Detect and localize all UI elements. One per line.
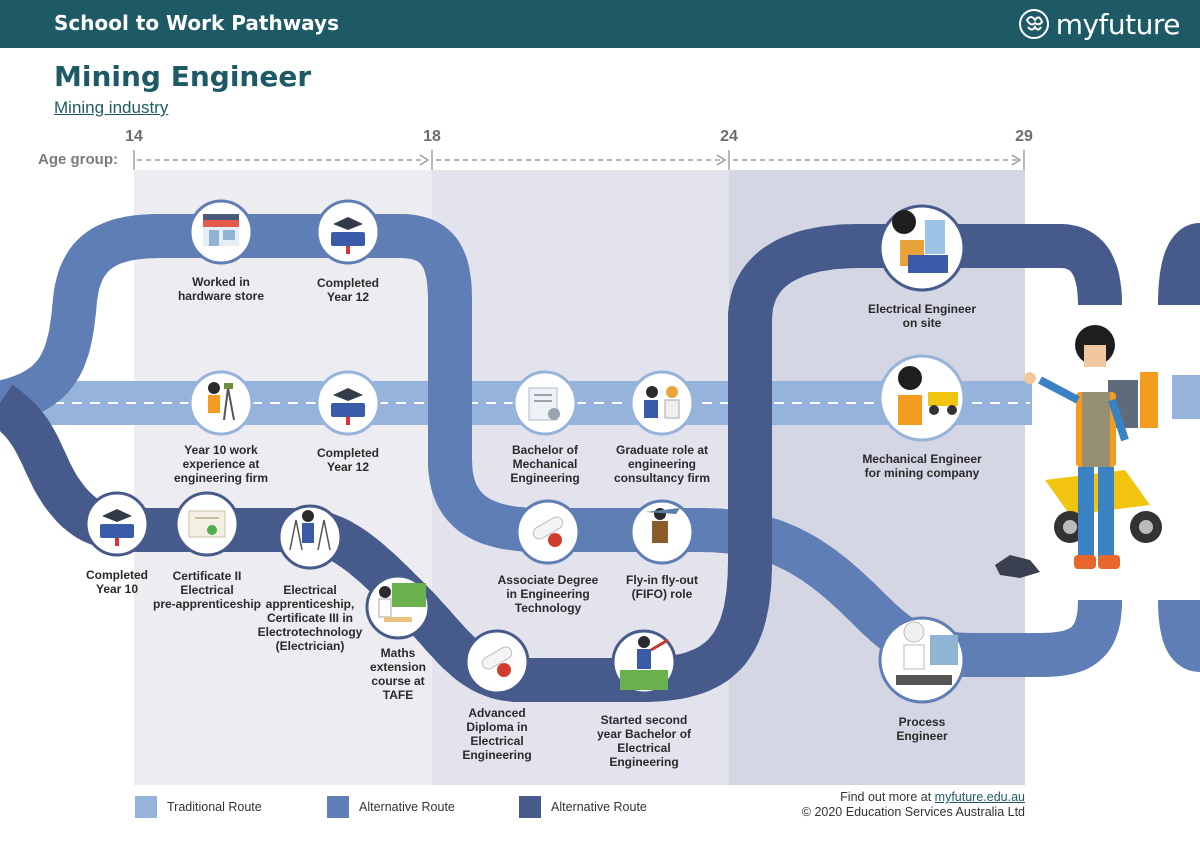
footer: Find out more at myfuture.edu.au © 2020 … (802, 790, 1025, 820)
node-fifo[interactable] (629, 499, 695, 565)
age-tick-24: 24 (720, 128, 738, 145)
footer-copyright: © 2020 Education Services Australia Ltd (801, 805, 1025, 819)
industry-link[interactable]: Mining industry (54, 98, 169, 117)
label-elec-apprentice: Electrical apprenticeship, Certificate I… (257, 583, 363, 653)
mining-engineer-figure (995, 325, 1162, 578)
legend-label: Traditional Route (167, 800, 262, 814)
age-band-14-18 (134, 170, 432, 785)
hardware-store-icon (203, 214, 239, 246)
legend-swatch-traditional (135, 796, 157, 818)
age-tick-14: 14 (125, 128, 143, 145)
legend-label: Alternative Route (551, 800, 647, 814)
node-second-year[interactable] (611, 629, 677, 695)
label-completed-y12-top: Completed Year 12 (316, 276, 380, 304)
node-maths-ext[interactable] (365, 574, 431, 640)
footer-link[interactable]: myfuture.edu.au (934, 790, 1025, 804)
graduation-book-icon (100, 509, 134, 546)
label-maths-ext: Maths extension course at TAFE (369, 646, 427, 702)
legend-swatch-alternative-2 (519, 796, 541, 818)
legend-swatch-alternative-1 (327, 796, 349, 818)
node-process-eng[interactable] (878, 616, 966, 704)
node-completed-y12-top[interactable] (315, 199, 381, 265)
label-adv-diploma: Advanced Diploma in Electrical Engineeri… (462, 706, 532, 762)
fifo-worker-icon (645, 508, 680, 543)
legend-alternative-1: Alternative Route (327, 796, 455, 818)
node-assoc-degree[interactable] (515, 499, 581, 565)
graduation-book-icon (331, 388, 365, 425)
node-elec-apprentice[interactable] (277, 504, 343, 570)
diploma-scroll-icon (532, 516, 564, 547)
electrician-icon (289, 510, 331, 551)
label-elec-engineer-site: Electrical Engineer on site (867, 302, 977, 330)
label-second-year: Started second year Bachelor of Electric… (596, 713, 692, 769)
age-group-label: Age group: (38, 151, 118, 168)
age-tick-29: 29 (1015, 128, 1033, 145)
age-axis (133, 150, 1025, 170)
traditional-route (0, 375, 1200, 425)
engineer-truck-icon (898, 366, 958, 425)
surveyor-icon (208, 382, 235, 421)
label-hardware-store: Worked in hardware store (177, 275, 265, 303)
certificate-icon (528, 387, 560, 421)
node-adv-diploma[interactable] (464, 629, 530, 695)
certificate-icon (188, 510, 226, 538)
label-mech-engineer: Mechanical Engineer for mining company (862, 452, 982, 480)
engineer-blueprint-icon (892, 210, 948, 273)
label-completed-y12-mid: Completed Year 12 (316, 446, 380, 474)
footer-find-more: Find out more at myfuture.edu.au (802, 790, 1025, 805)
label-process-eng: Process Engineer (896, 715, 948, 743)
node-bachelor-mech[interactable] (512, 370, 578, 436)
brain-icon (1018, 9, 1049, 39)
label-completed-y10: Completed Year 10 (85, 568, 149, 596)
office-workers-icon (644, 386, 680, 419)
node-hardware-store[interactable] (188, 199, 254, 265)
legend-label: Alternative Route (359, 800, 455, 814)
node-mech-engineer[interactable] (878, 354, 966, 442)
graduation-book-icon (331, 217, 365, 254)
label-fifo: Fly-in fly-out (FIFO) role (626, 573, 698, 601)
node-cert-ii[interactable] (174, 491, 240, 557)
label-graduate-role: Graduate role at engineering consultancy… (613, 443, 711, 485)
age-tick-18: 18 (423, 128, 441, 145)
diploma-scroll-icon (481, 646, 513, 677)
brand-name: myfuture (1055, 7, 1181, 41)
page-title: Mining Engineer (54, 60, 312, 93)
lab-engineer-icon (896, 621, 958, 685)
header-bar: School to Work Pathways myfuture (0, 0, 1200, 48)
label-bachelor-mech: Bachelor of Mechanical Engineering (510, 443, 580, 485)
node-year10-work[interactable] (188, 370, 254, 436)
node-completed-y12-mid[interactable] (315, 370, 381, 436)
footer-prefix: Find out more at (840, 790, 935, 804)
label-cert-ii: Certificate II Electrical pre-apprentice… (152, 569, 262, 611)
node-graduate-role[interactable] (629, 370, 695, 436)
header-title: School to Work Pathways (54, 11, 339, 35)
label-year10-work: Year 10 work experience at engineering f… (173, 443, 269, 485)
label-assoc-degree: Associate Degree in Engineering Technolo… (497, 573, 599, 615)
graduate-celebrate-icon (620, 636, 669, 690)
node-completed-y10[interactable] (84, 491, 150, 557)
legend-alternative-2: Alternative Route (519, 796, 647, 818)
teacher-board-icon (378, 583, 426, 622)
node-elec-engineer-site[interactable] (878, 204, 966, 292)
legend-traditional: Traditional Route (135, 796, 262, 818)
brand-logo[interactable]: myfuture (1018, 6, 1181, 42)
